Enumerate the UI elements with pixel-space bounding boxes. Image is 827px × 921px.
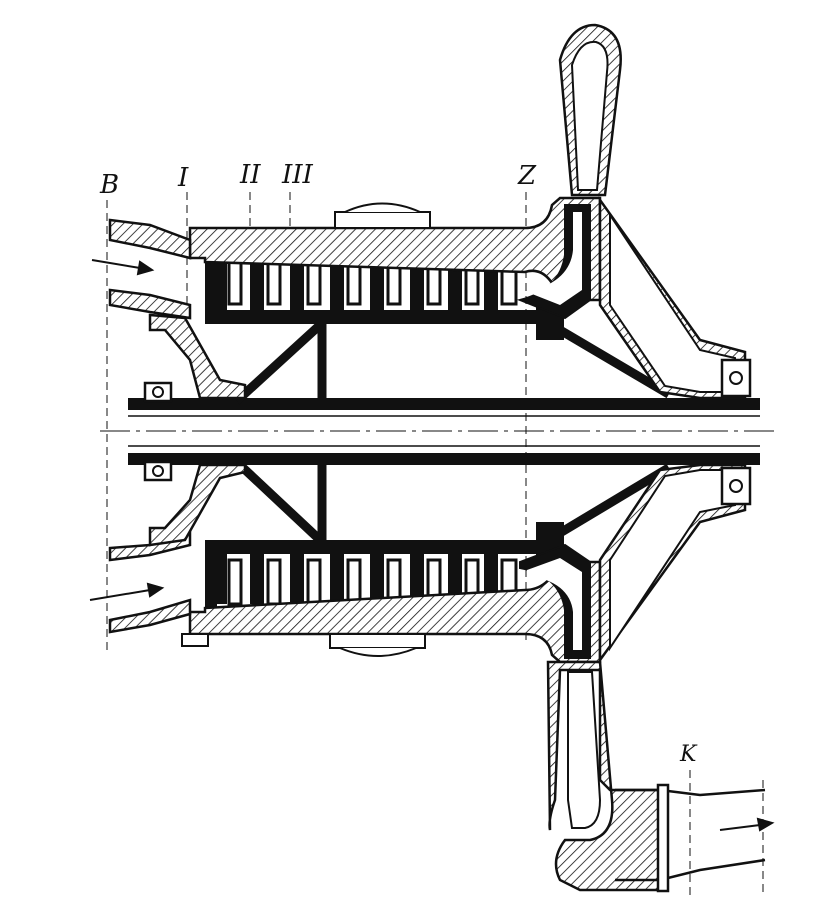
- left-bearing-housing: [143, 313, 247, 647]
- upper-mount-boss: [334, 202, 431, 229]
- label-section-3: III: [282, 160, 313, 190]
- label-section-1: I: [178, 163, 189, 193]
- label-exit-z: Z: [518, 161, 537, 191]
- outlet-pipe: [615, 783, 766, 893]
- label-outlet-k: K: [680, 742, 697, 767]
- lower-rotor-drum: [205, 522, 564, 608]
- right-bearing-housing: [598, 196, 752, 664]
- shaft: [128, 398, 760, 465]
- label-inlet-b: B: [100, 170, 120, 200]
- flow-arrows: [89, 259, 775, 832]
- rotor-web: [233, 318, 672, 547]
- lower-volute: [546, 660, 662, 892]
- lower-mount-boss: [329, 633, 426, 657]
- upper-rotor-drum: [205, 258, 564, 340]
- inlet-duct: [108, 218, 192, 634]
- label-section-2: II: [240, 160, 261, 190]
